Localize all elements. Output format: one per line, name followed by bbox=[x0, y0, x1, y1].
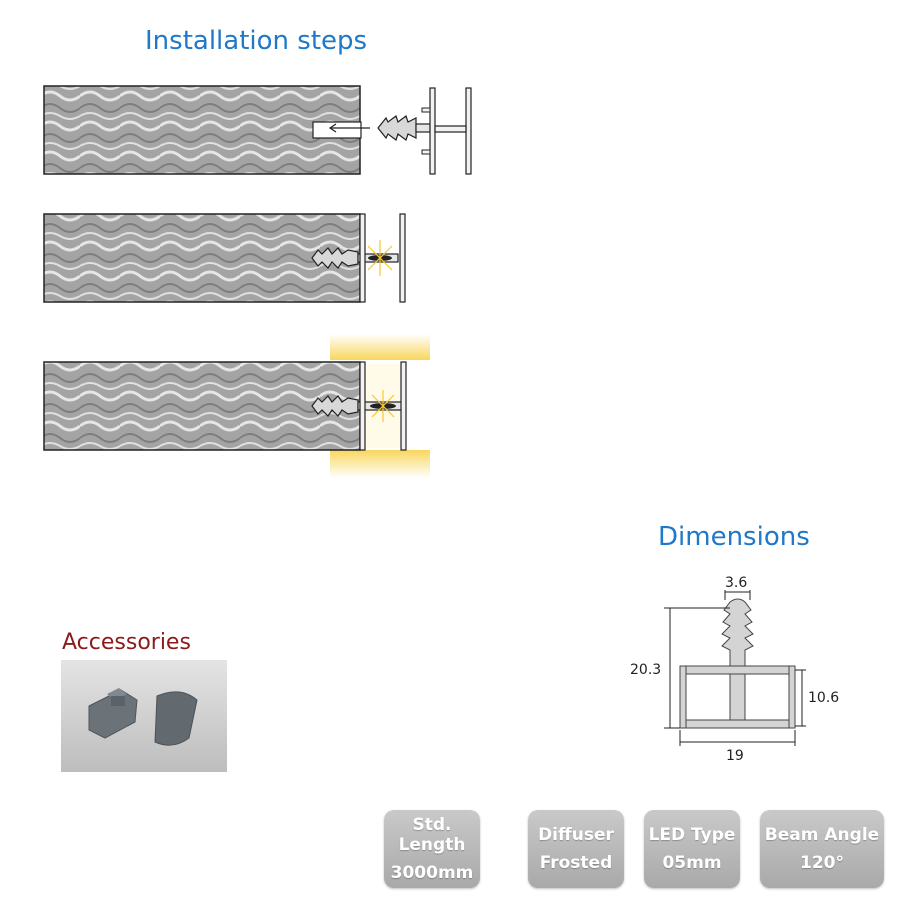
accessories-title: Accessories bbox=[62, 630, 191, 655]
dim-total-height: 20.3 bbox=[630, 662, 661, 678]
spec-card-diffuser: Diffuser Frosted bbox=[528, 810, 624, 888]
spec-value: 120° bbox=[800, 853, 844, 873]
spec-label: Std. Length bbox=[398, 815, 466, 855]
install-step-1 bbox=[43, 85, 472, 175]
spec-value: 05mm bbox=[662, 853, 722, 873]
dimension-drawing: 3.6 20.3 10.6 19 bbox=[630, 575, 839, 764]
install-step-3 bbox=[43, 334, 430, 478]
accessories-photo bbox=[61, 660, 227, 772]
install-step-2 bbox=[43, 213, 406, 303]
spec-card-led-type: LED Type 05mm bbox=[644, 810, 740, 888]
dim-base-width: 19 bbox=[726, 748, 744, 764]
end-cap-1 bbox=[88, 688, 138, 739]
spec-value: 3000mm bbox=[390, 863, 474, 883]
spec-label: Beam Angle bbox=[764, 825, 880, 845]
dimensions-title: Dimensions bbox=[658, 522, 810, 552]
end-cap-2 bbox=[154, 691, 198, 746]
spec-card-std-length: Std. Length 3000mm bbox=[384, 810, 480, 888]
profile-cross-section bbox=[679, 598, 796, 729]
spec-value: Frosted bbox=[539, 853, 613, 873]
dim-top-width: 3.6 bbox=[725, 575, 747, 591]
dim-lower-height: 10.6 bbox=[808, 690, 839, 706]
spec-label: Diffuser bbox=[538, 825, 614, 845]
installation-title: Installation steps bbox=[145, 26, 368, 56]
installation-diagram bbox=[43, 85, 472, 478]
spec-label: LED Type bbox=[648, 825, 736, 845]
spec-card-beam-angle: Beam Angle 120° bbox=[760, 810, 884, 888]
